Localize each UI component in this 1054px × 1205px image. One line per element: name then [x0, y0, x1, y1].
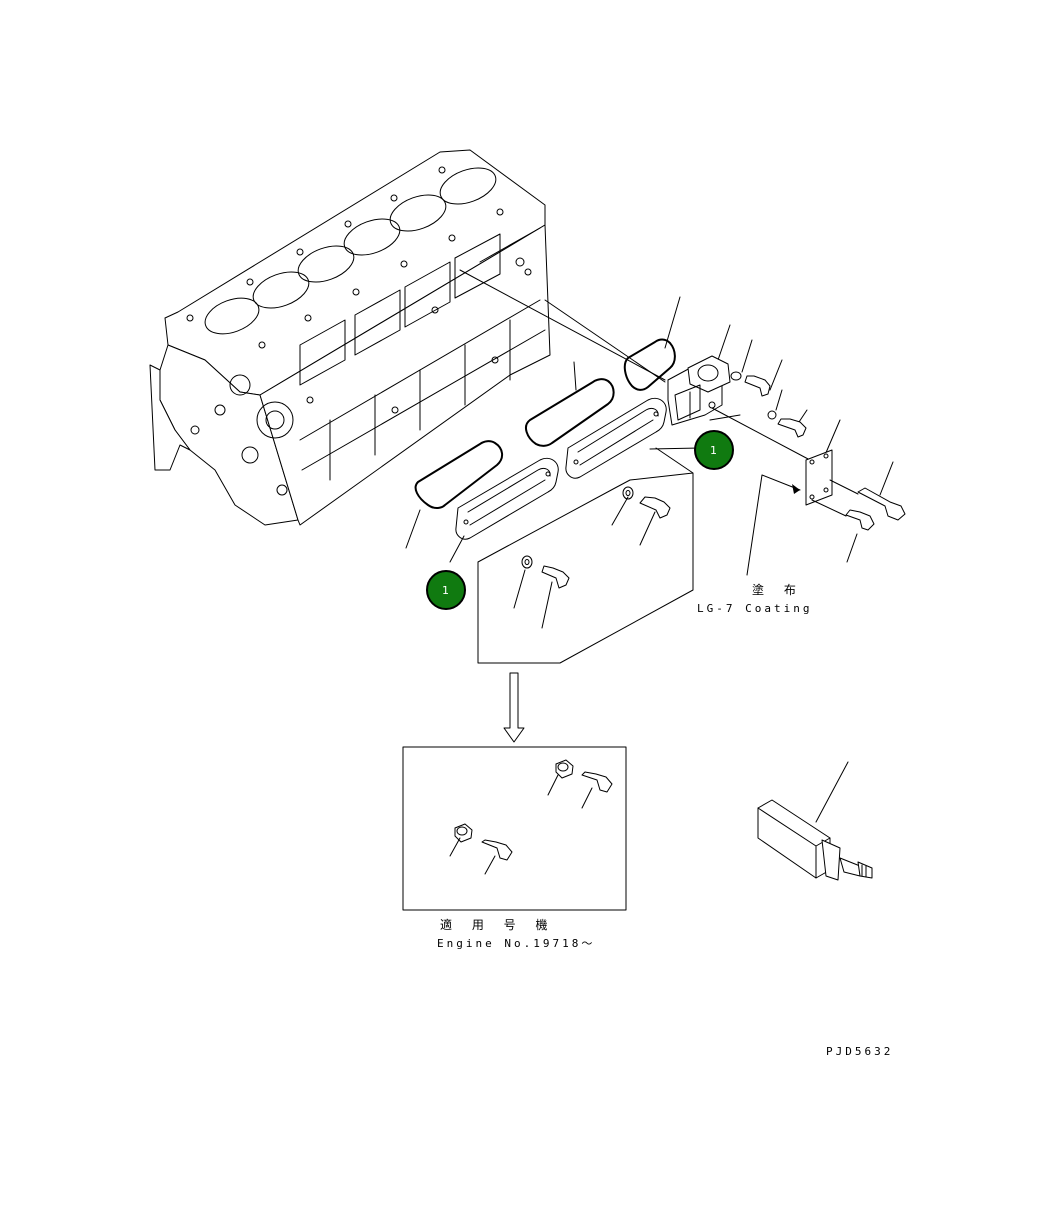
plate-drawing: [805, 449, 833, 506]
callout-badge-1a[interactable]: 1: [426, 570, 466, 610]
coating-note-en: LG-7 Coating: [697, 602, 812, 615]
washer-drawing: [454, 759, 574, 843]
bolt-drawing: [857, 487, 906, 521]
washer-drawing: [767, 410, 777, 420]
arrow-head-icon: [792, 484, 800, 494]
bolt-drawing: [481, 771, 613, 861]
svg-text:1: 1: [442, 584, 449, 597]
svg-text:1: 1: [710, 444, 717, 457]
washer-drawing: [521, 486, 634, 569]
engine-block-drawing: [149, 149, 551, 526]
coating-leader: [746, 474, 801, 576]
side-cover-drawing: [455, 397, 667, 540]
applicable-note-jp: 適 用 号 機: [440, 917, 555, 932]
applicable-note-en: Engine No.19718～: [437, 937, 595, 950]
bolt-drawing: [777, 418, 807, 438]
tool-drawing: [757, 761, 873, 881]
down-arrow-icon: [503, 672, 525, 743]
leader-line: [544, 299, 666, 383]
washer-drawing: [730, 371, 742, 381]
callout-badge-1b[interactable]: 1: [694, 430, 734, 470]
elbow-drawing: [667, 355, 811, 461]
leader-lines: [405, 296, 894, 629]
leader-line: [459, 269, 666, 381]
bolt-drawing: [845, 509, 875, 531]
detail-box: [402, 746, 627, 911]
coating-note-jp: 塗 布: [752, 582, 804, 597]
drawing-code: PJD5632: [826, 1045, 893, 1058]
bolt-drawing: [541, 496, 671, 589]
group-bracket: [477, 447, 694, 664]
bolt-drawing: [744, 375, 771, 397]
gasket-drawing: [414, 338, 676, 509]
